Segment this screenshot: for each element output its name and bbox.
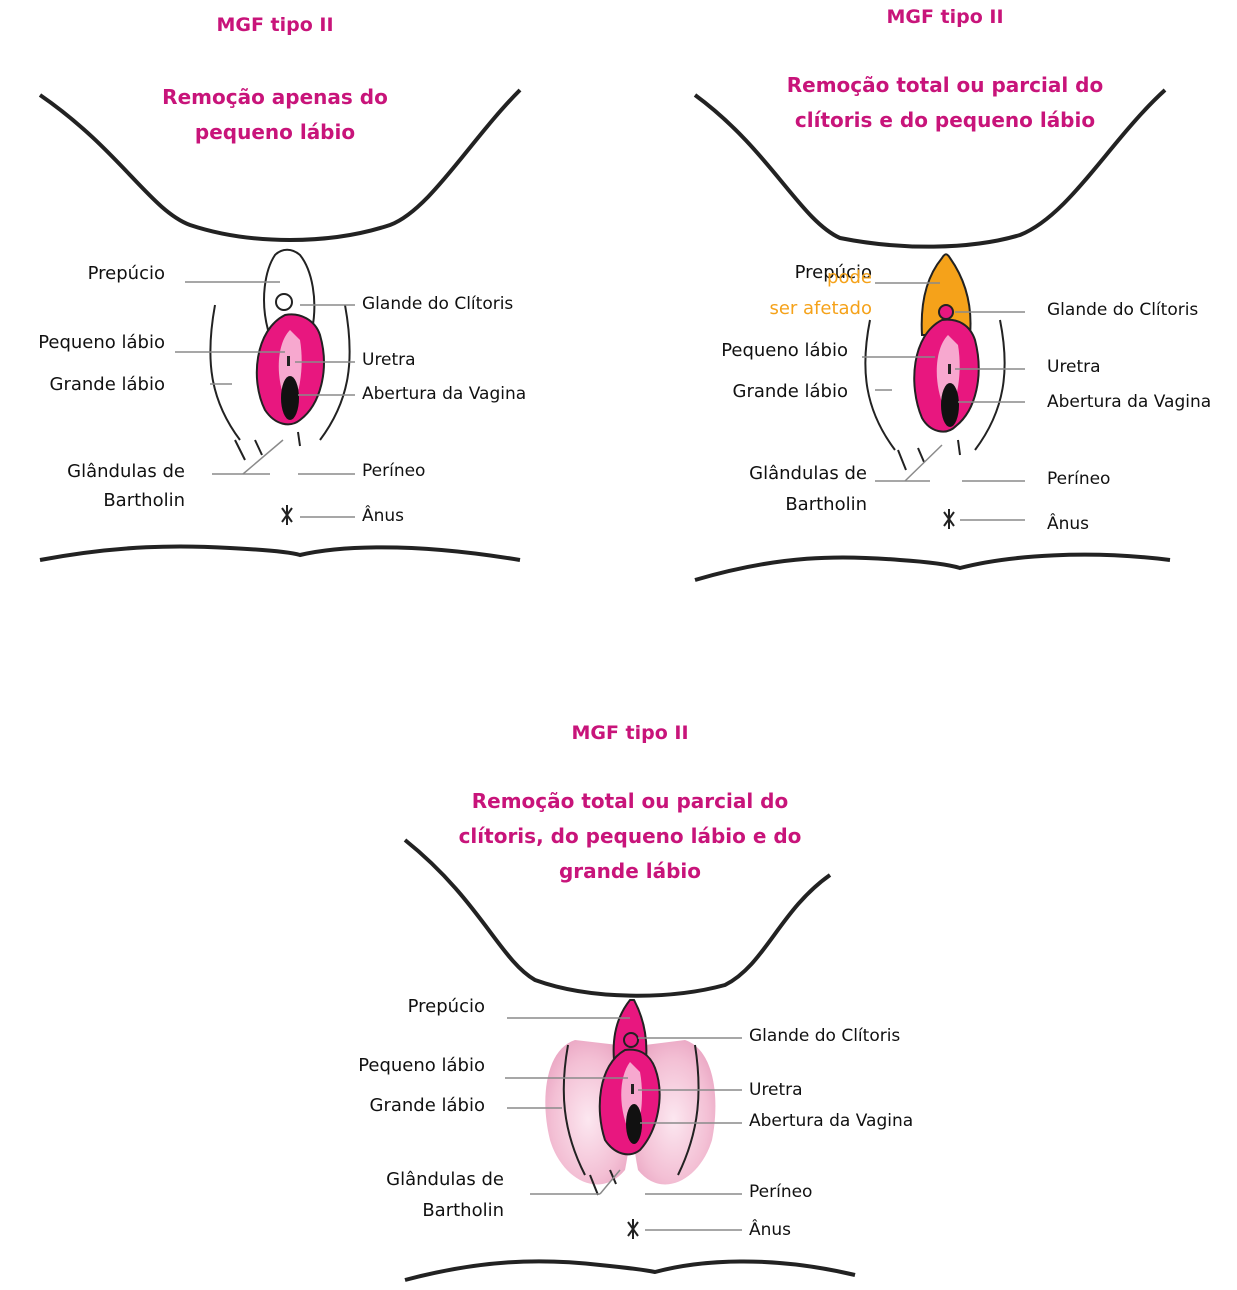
label-vaginal-opening: Abertura da Vagina	[1047, 392, 1211, 412]
label-bartholin: Glândulas de Bartholin	[710, 458, 867, 520]
diagram-panel-2: MGF tipo II Remoção total ou parcial do …	[630, 0, 1237, 600]
label-prepuce: Prepúcio	[340, 996, 485, 1017]
body-outline-lower	[695, 555, 1170, 580]
panel-3-description: Remoção total ou parcial do clítoris, do…	[450, 784, 810, 889]
body-outline-lower	[405, 1261, 855, 1280]
label-labia-majora: Grande lábio	[300, 1095, 485, 1116]
label-prepuce-note: pode ser afetado	[730, 262, 872, 324]
label-urethra: Uretra	[1047, 357, 1101, 377]
diagram-panel-3: MGF tipo II Remoção total ou parcial do …	[300, 700, 960, 1290]
label-labia-majora: Grande lábio	[0, 374, 165, 395]
label-anus: Ânus	[749, 1220, 791, 1240]
label-clitoris-glans: Glande do Clítoris	[362, 294, 513, 314]
label-urethra: Uretra	[362, 350, 416, 370]
panel-1-description: Remoção apenas do pequeno lábio	[140, 80, 410, 150]
panel-3-type-title: MGF tipo II	[525, 722, 735, 744]
label-labia-minora: Pequeno lábio	[670, 340, 848, 361]
label-anus: Ânus	[362, 506, 404, 526]
label-clitoris-glans: Glande do Clítoris	[749, 1026, 900, 1046]
label-perineum: Períneo	[749, 1182, 812, 1202]
label-anus: Ânus	[1047, 514, 1089, 534]
body-outline-lower	[40, 546, 520, 560]
panel-1-type-title: MGF tipo II	[170, 14, 380, 36]
panel-2-description: Remoção total ou parcial do clítoris e d…	[760, 68, 1130, 138]
label-vaginal-opening: Abertura da Vagina	[362, 384, 526, 404]
label-urethra: Uretra	[749, 1080, 803, 1100]
label-bartholin: Glândulas de Bartholin	[350, 1164, 504, 1226]
label-prepuce: Prepúcio	[20, 263, 165, 284]
label-labia-minora: Pequeno lábio	[0, 332, 165, 353]
label-clitoris-glans: Glande do Clítoris	[1047, 300, 1198, 320]
label-labia-majora: Grande lábio	[670, 381, 848, 402]
label-perineum: Períneo	[1047, 469, 1110, 489]
diagram-panel-1: MGF tipo II Remoção apenas do pequeno lá…	[0, 0, 600, 600]
label-perineum: Períneo	[362, 461, 425, 481]
label-vaginal-opening: Abertura da Vagina	[749, 1111, 913, 1131]
label-labia-minora: Pequeno lábio	[300, 1055, 485, 1076]
label-bartholin: Glândulas de Bartholin	[30, 457, 185, 515]
panel-2-type-title: MGF tipo II	[840, 6, 1050, 28]
